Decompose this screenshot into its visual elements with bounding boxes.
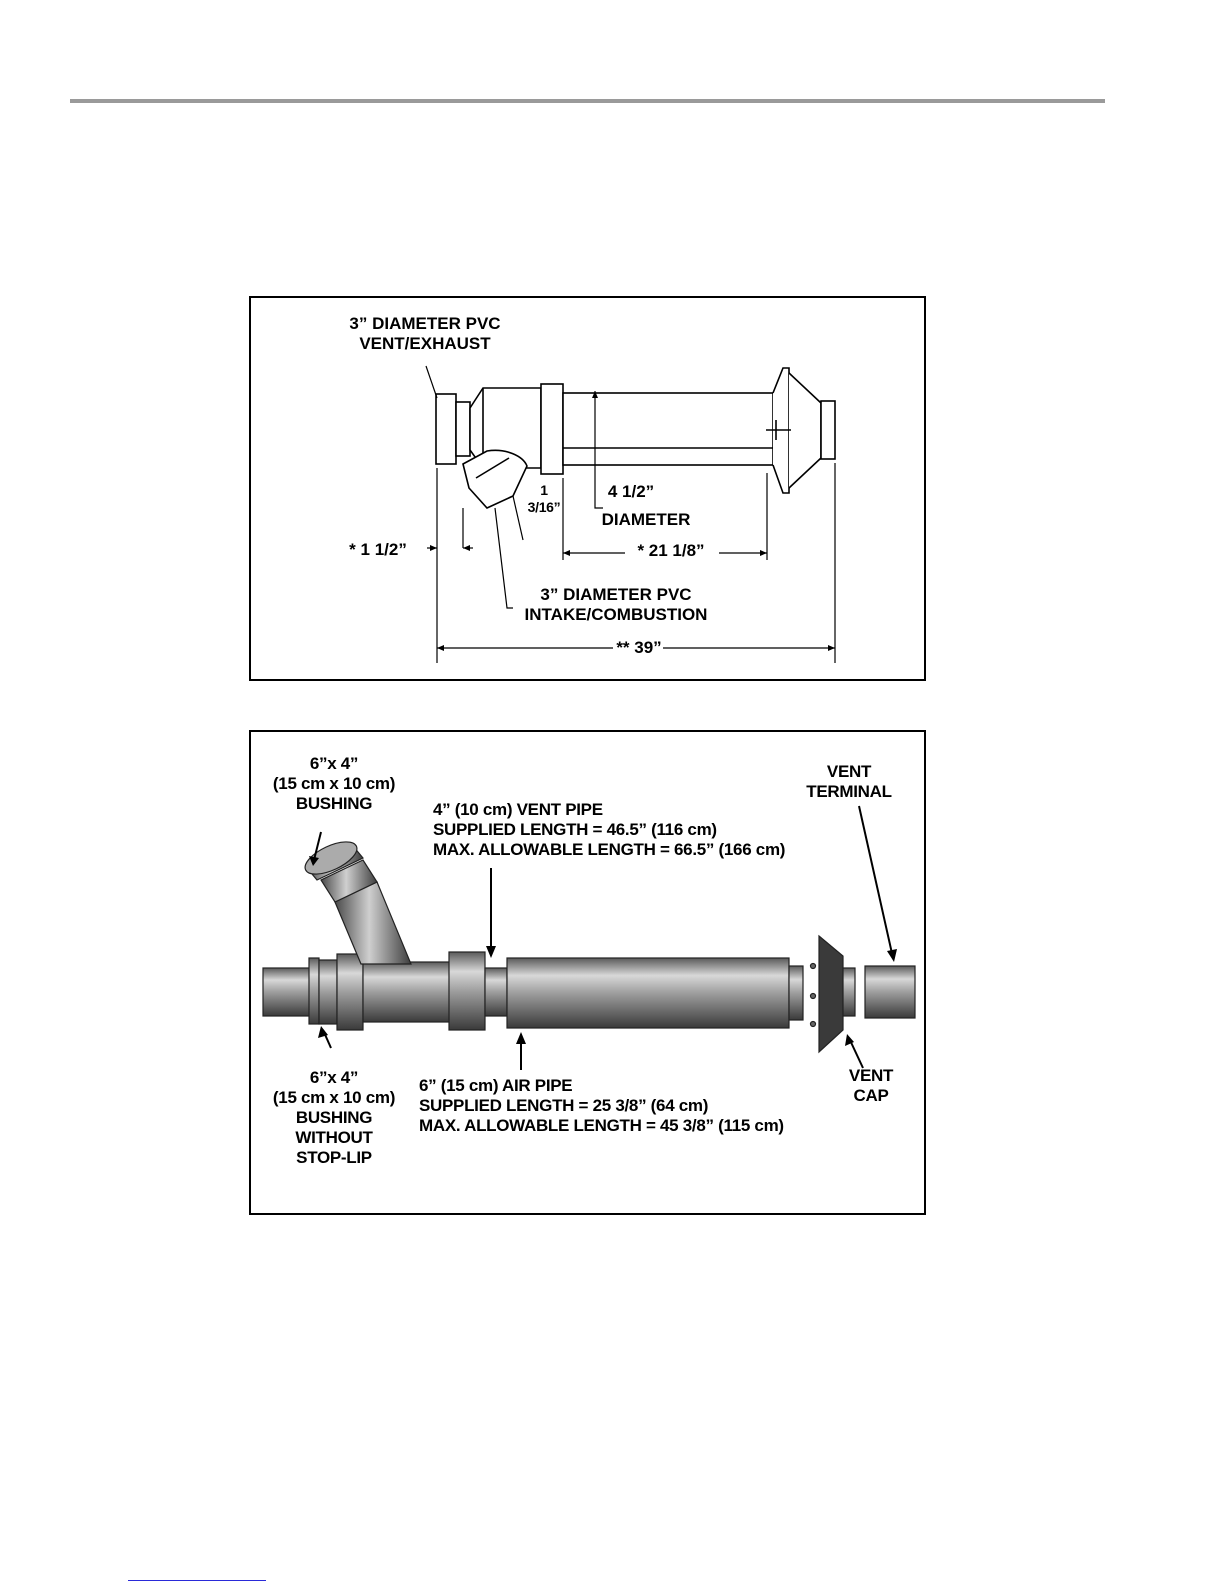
vent-kit-line-drawing [425, 365, 836, 663]
vent-exhaust-label: 3” DIAMETER PVC VENT/EXHAUST [349, 314, 501, 354]
left-stub-pipe [262, 967, 312, 1017]
vent-terminal-label: VENT TERMINAL [806, 762, 892, 802]
pipe-coupling [540, 383, 564, 475]
vent-cap [818, 934, 844, 1054]
diameter-value-label: 4 1/2” [607, 482, 655, 501]
vent-pipe-label: 4” (10 cm) VENT PIPE SUPPLIED LENGTH = 4… [433, 800, 786, 860]
bushing-without-stop-lip [308, 957, 320, 1025]
overall-length-dimension: ** 39” [616, 638, 662, 657]
bushing-label: 6”x 4” (15 cm x 10 cm) BUSHING [272, 754, 396, 814]
left-flange [435, 393, 457, 465]
vent-terminal [864, 965, 916, 1019]
vent-terminal-end [820, 400, 836, 460]
vent-kit-components-illustration: 6”x 4” (15 cm x 10 cm) BUSHING 4” (10 cm… [249, 730, 926, 1215]
bushing-without-stop-lip-label: 6”x 4” (15 cm x 10 cm) BUSHING WITHOUT S… [272, 1068, 396, 1168]
elbow-offset-label: 1 3/16” [527, 482, 561, 515]
intake-elbow [462, 449, 528, 509]
outer-pipe-length-dimension: * 21 1/8” [637, 541, 705, 560]
vent-cap-label: VENT CAP [848, 1066, 894, 1106]
vent-kit-dimension-diagram: 3” DIAMETER PVC VENT/EXHAUST 4 1/2” DIAM… [249, 296, 926, 681]
vent-kit-shaded-drawing [262, 805, 916, 1070]
air-pipe [506, 957, 790, 1029]
vent-pipe-segment [484, 967, 508, 1017]
intake-combustion-label: 3” DIAMETER PVC INTAKE/COMBUSTION [524, 585, 708, 625]
outer-pipe [562, 392, 774, 466]
diameter-word-label: DIAMETER [601, 510, 691, 529]
flange-offset-dimension: * 1 1/2” [349, 540, 407, 559]
wye-fitting [336, 953, 364, 1031]
air-pipe-label: 6” (15 cm) AIR PIPE SUPPLIED LENGTH = 25… [419, 1076, 784, 1136]
header-rule [70, 99, 1105, 103]
footer-link-underline[interactable] [128, 1580, 266, 1581]
